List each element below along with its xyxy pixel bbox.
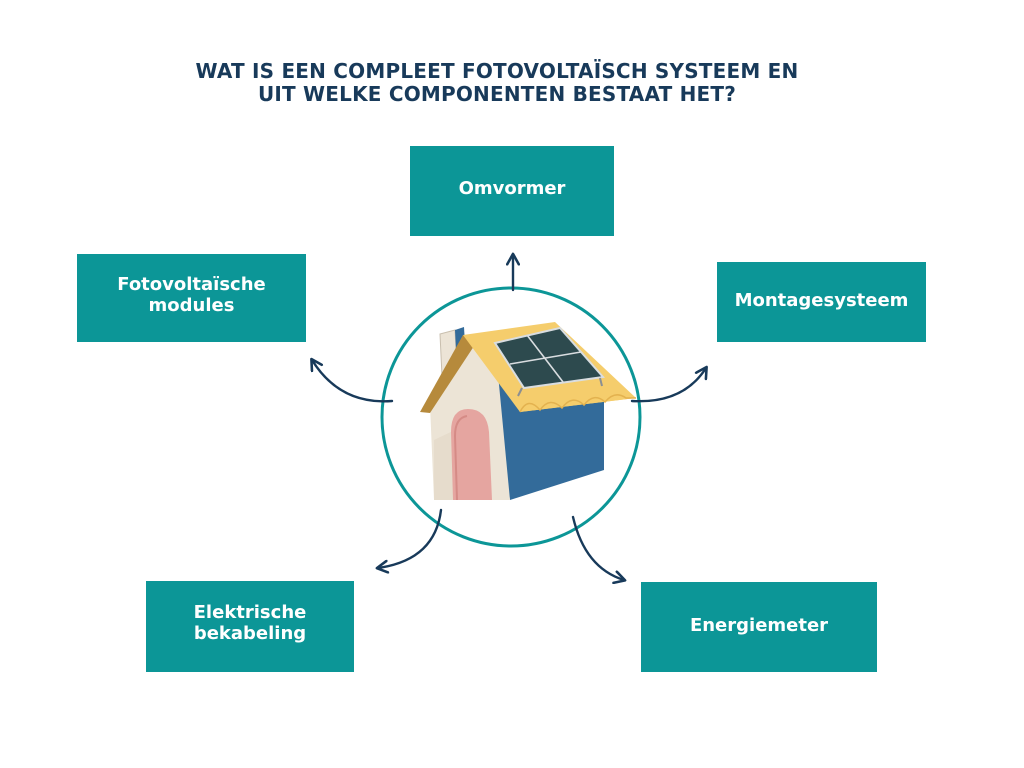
component-montagesysteem: Montagesysteem	[717, 262, 926, 342]
component-omvormer: Omvormer	[410, 146, 614, 236]
component-omvormer-label: Omvormer	[458, 177, 566, 199]
page-title-line-1: WAT IS EEN COMPLEET FOTOVOLTAÏSCH SYSTEE…	[195, 59, 799, 83]
arrow-to-energiemeter	[571, 515, 624, 580]
component-fotovoltaische-modules: Fotovoltaïsche modules	[77, 254, 306, 342]
house-with-solar-panel-icon	[420, 322, 636, 501]
component-energiemeter-label: Energiemeter	[689, 614, 829, 636]
component-energiemeter: Energiemeter	[641, 582, 877, 672]
arrow-to-fotovoltaische-modules	[312, 360, 394, 403]
component-elektrische-bekabeling-label-line-1: Elektrische	[193, 601, 307, 623]
page-title: WAT IS EEN COMPLEET FOTOVOLTAÏSCH SYSTEE…	[112, 60, 882, 106]
component-fotovoltaische-modules-label-line-2: modules	[148, 295, 235, 316]
arrow-to-montagesysteem	[630, 368, 706, 403]
arrow-to-elektrische-bekabeling	[378, 508, 443, 568]
component-montagesysteem-label: Montagesysteem	[734, 289, 909, 311]
component-elektrische-bekabeling: Elektrische bekabeling	[146, 581, 354, 672]
component-fotovoltaische-modules-label-line-1: Fotovoltaïsche	[117, 274, 266, 295]
component-elektrische-bekabeling-label-line-2: bekabeling	[193, 622, 307, 644]
page-title-line-2: UIT WELKE COMPONENTEN BESTAAT HET?	[257, 82, 737, 106]
